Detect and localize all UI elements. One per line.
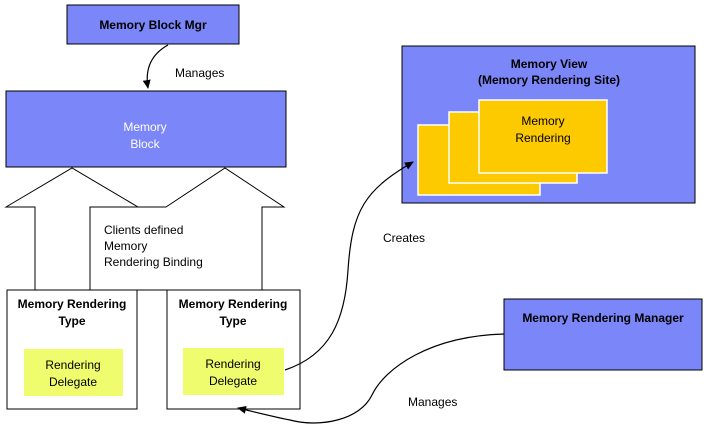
- delegate-right-line2: Delegate: [209, 374, 257, 388]
- rendering-type-right-line2: Type: [219, 314, 246, 328]
- clients-binding-line2: Memory: [104, 239, 147, 253]
- delegate-left-line1: Rendering: [45, 358, 100, 372]
- right-hollow-arrow: [89, 167, 286, 291]
- creates-connector: [284, 161, 414, 371]
- delegate-right-line1: Rendering: [205, 357, 260, 371]
- memory-view-line2: (Memory Rendering Site): [478, 73, 620, 87]
- rendering-type-right-line1: Memory Rendering: [179, 297, 288, 311]
- memory-block-label-line1: Memory: [123, 120, 166, 134]
- delegate-right-box: [183, 348, 284, 395]
- memory-rendering-line1: Memory: [521, 114, 564, 128]
- manages-top-label: Manages: [175, 66, 224, 80]
- memory-rendering-line2: Rendering: [515, 131, 570, 145]
- manages-bottom-label: Manages: [408, 395, 457, 409]
- rendering-type-left-line2: Type: [58, 314, 85, 328]
- creates-label: Creates: [383, 231, 425, 245]
- memory-block-mgr-label: Memory Block Mgr: [99, 18, 207, 32]
- clients-binding-line1: Clients defined: [104, 223, 183, 237]
- rendering-type-left-node: Memory Rendering Type Rendering Delegate: [6, 289, 138, 410]
- delegate-left-line2: Delegate: [49, 375, 97, 389]
- memory-view-line1: Memory View: [511, 57, 588, 71]
- clients-binding-line3: Rendering Binding: [104, 255, 203, 269]
- memory-view-node: Memory View (Memory Rendering Site) Memo…: [401, 45, 696, 204]
- rendering-type-left-line1: Memory Rendering: [18, 297, 127, 311]
- memory-rendering-front-card: [478, 99, 608, 174]
- rendering-manager-node: Memory Rendering Manager: [503, 298, 703, 371]
- manages-bottom-connector: [237, 333, 505, 424]
- memory-block-node: Memory Block: [5, 90, 287, 168]
- manages-top-connector: [142, 44, 169, 89]
- memory-block-mgr-node: Memory Block Mgr: [66, 4, 240, 45]
- rendering-type-right-node: Memory Rendering Type Rendering Delegate: [166, 289, 301, 410]
- rendering-manager-label: Memory Rendering Manager: [522, 311, 684, 325]
- memory-block-label-line2: Block: [130, 137, 160, 151]
- delegate-left-box: [24, 349, 123, 396]
